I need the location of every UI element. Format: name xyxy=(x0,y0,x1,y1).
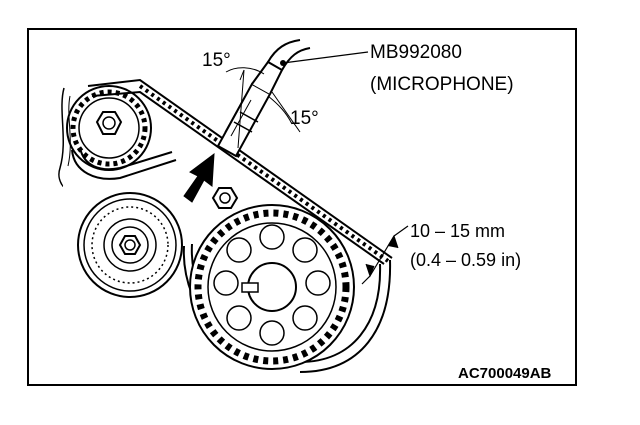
callout-leader xyxy=(282,51,369,64)
angle-left-label: 15° xyxy=(202,50,231,71)
figure-frame xyxy=(27,28,577,386)
large-sprocket xyxy=(189,204,355,370)
pointing-arrow-icon xyxy=(183,152,215,203)
engine-block-edge xyxy=(58,87,65,187)
camshaft-sprocket xyxy=(66,85,152,171)
microphone-tool xyxy=(216,39,311,158)
timing-belt xyxy=(71,78,393,373)
deflection-in-label: (0.4 – 0.59 in) xyxy=(410,250,521,270)
deflection-mm-label: 10 – 15 mm xyxy=(410,221,505,241)
engine-block-edge-inner xyxy=(67,95,71,167)
tool-callout-sublabel: (MICROPHONE) xyxy=(370,74,514,95)
deflection-dimension xyxy=(361,225,409,285)
figure-code: AC700049AB xyxy=(458,365,552,382)
angle-right-label: 15° xyxy=(290,108,319,129)
angle-indicators xyxy=(225,67,301,149)
tool-callout-label: MB992080 xyxy=(370,42,462,63)
tensioner-pulley xyxy=(77,192,183,298)
idler-bolt xyxy=(211,187,239,209)
